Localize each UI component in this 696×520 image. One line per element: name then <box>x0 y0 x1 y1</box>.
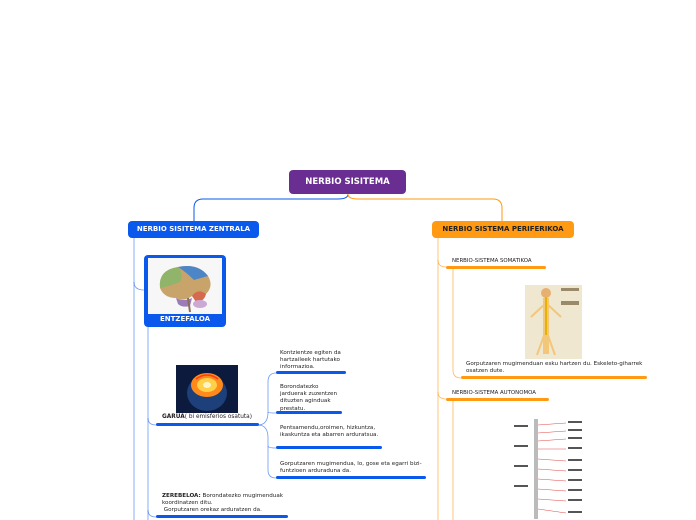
garua-text: GARUA( bi emisferios osatuta) <box>162 414 252 420</box>
somatic-desc-bar[interactable] <box>461 376 647 379</box>
somatic-title: NERBIO-SISTEMA SOMATIKOA <box>452 258 532 264</box>
glowing-brain-image <box>176 365 238 413</box>
zerebeloa-text: ZEREBELOA: Borondatezko mugimenduak koor… <box>162 493 284 514</box>
root-node[interactable]: NERBIO SISITEMA <box>289 170 406 194</box>
spinal-cord-image <box>525 285 582 359</box>
garua-item-1: Kontzientze egiten da hartzaileek hartut… <box>280 350 341 371</box>
central-node[interactable]: NERBIO SISITEMA ZENTRALA <box>128 221 259 238</box>
garua-item-4-bar[interactable] <box>276 476 426 479</box>
garua-item-3-bar[interactable] <box>276 446 382 449</box>
garua-item-2: Borondatezko jarduerak zuzentzen dituzte… <box>280 384 337 412</box>
garua-item-4: Gorputzaren mugimendua, lo, gose eta ega… <box>280 461 422 475</box>
garua-item-3: Pentsamendu,oroimen, hizkuntza, ikaskunt… <box>280 425 379 439</box>
garua-item-1-bar[interactable] <box>276 371 346 374</box>
zerebeloa-node[interactable] <box>156 515 288 518</box>
garua-node[interactable] <box>156 423 259 426</box>
brain-lobes-image <box>148 258 222 314</box>
autonomic-title: NERBIO-SISTEMA AUTONOMOA <box>452 390 536 396</box>
entzefaloa-label: ENTZEFALOA <box>159 315 211 323</box>
peripheral-node[interactable]: NERBIO SISTEMA PERIFERIKOA <box>432 221 574 238</box>
autonomic-node[interactable] <box>446 398 549 401</box>
somatic-node[interactable] <box>446 266 546 269</box>
autonomic-system-image <box>512 415 588 520</box>
somatic-desc: Gorputzaren mugimenduan esku hartzen du.… <box>466 361 643 375</box>
garua-item-2-bar[interactable] <box>276 411 342 414</box>
